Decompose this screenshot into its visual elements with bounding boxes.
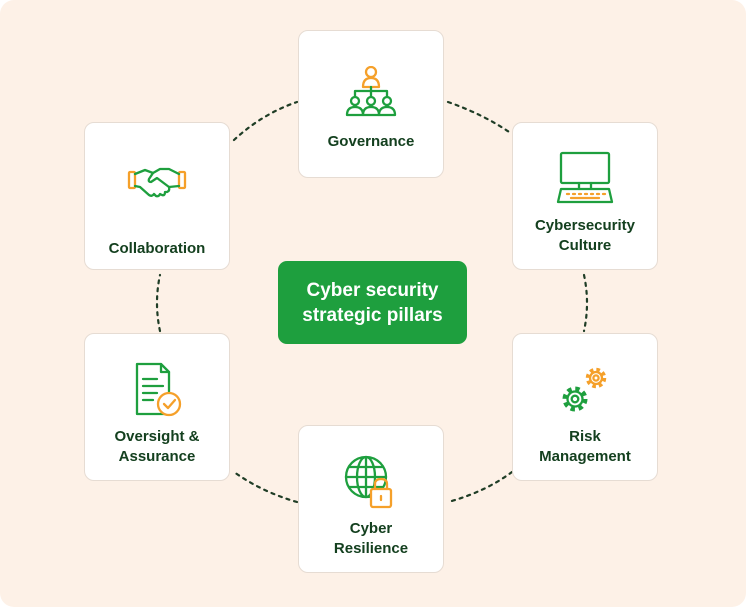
pillar-label-governance: Governance [327,133,415,150]
connector-risk-resilience [446,470,514,504]
pillar-card-risk-management: Risk Management [512,333,658,481]
pillar-card-governance: Governance [298,30,444,178]
pillar-label-cybersecurity-culture: Cybersecurity Culture [534,217,636,254]
pillar-label-oversight-assurance: Oversight & Assurance [114,428,200,465]
connector-oversight-collaboration [155,273,162,333]
connector-governance-culture [446,100,514,136]
center-title: Cyber security strategic pillars [302,279,443,326]
globe-lock-icon [344,455,393,509]
connector-resilience-oversight [232,470,299,504]
pillar-card-cybersecurity-culture: Cybersecurity Culture [512,122,658,270]
computer-keyboard-icon [556,151,614,204]
pillar-card-collaboration: Collaboration [84,122,230,270]
pillar-label-collaboration: Collaboration [108,240,206,257]
connector-culture-risk [582,273,589,333]
gears-icon [562,367,607,412]
connector-collaboration-governance [232,100,299,142]
document-check-icon [135,362,182,417]
center-title-box: Cyber security strategic pillars [278,261,467,344]
handshake-icon [127,167,187,198]
org-hierarchy-icon [345,66,397,117]
pillar-card-oversight-assurance: Oversight & Assurance [84,333,230,481]
pillar-label-cyber-resilience: Cyber Resilience [333,520,409,557]
pillar-card-cyber-resilience: Cyber Resilience [298,425,444,573]
pillar-label-risk-management: Risk Management [539,428,631,465]
